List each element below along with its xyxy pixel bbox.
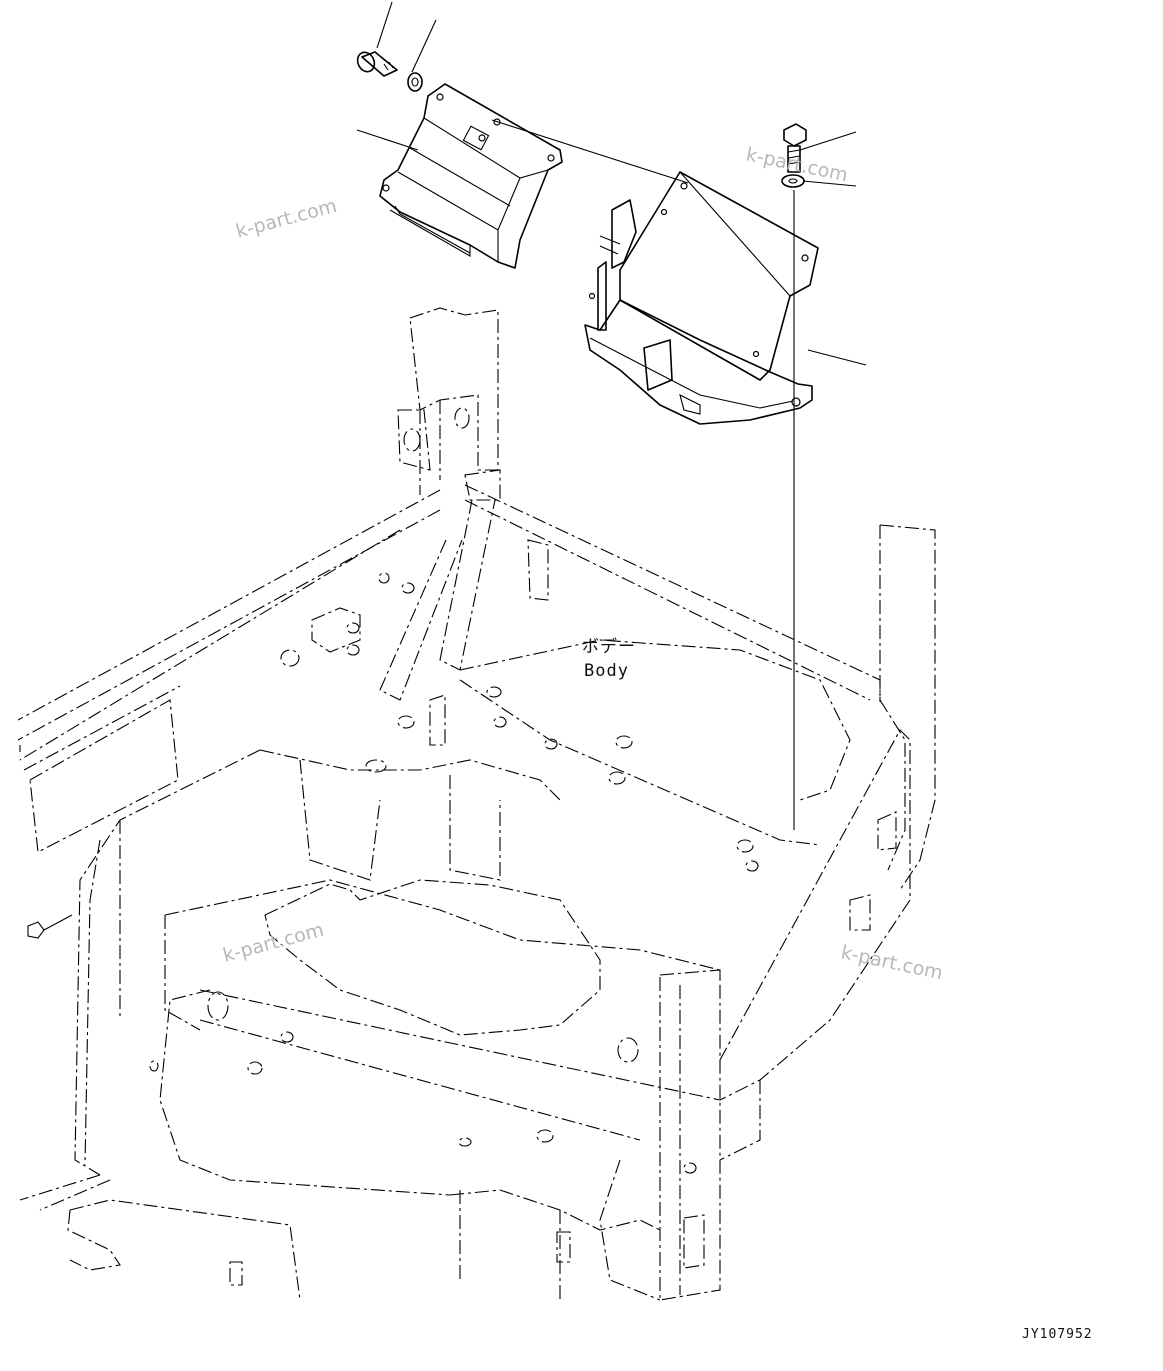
leader-line-bolt-right	[799, 131, 857, 151]
watermark: k-part.com	[234, 195, 340, 243]
bolt-left[interactable]	[355, 50, 398, 77]
leader-line-bracket	[807, 349, 867, 366]
washer-left[interactable]	[407, 72, 423, 92]
bolt-frame-left	[27, 914, 73, 939]
leader-line-controller-small	[356, 129, 419, 151]
body-label-en: Body	[584, 661, 629, 681]
bolt-right[interactable]	[783, 123, 807, 173]
body-label-jp: ボデー	[582, 636, 636, 657]
drawing-code: JY107952	[1022, 1327, 1093, 1342]
body-frame	[17, 307, 936, 1301]
controller-large-bracket[interactable]	[584, 171, 819, 425]
controller-small[interactable]	[379, 83, 563, 269]
connector-line-controllers	[491, 119, 689, 184]
leader-line-bolt-left	[376, 1, 393, 49]
watermark: k-part.com	[839, 941, 945, 984]
watermark: k-part.com	[221, 919, 327, 967]
leader-line-washer-left	[411, 19, 437, 73]
leader-line-washer-right	[802, 180, 857, 187]
